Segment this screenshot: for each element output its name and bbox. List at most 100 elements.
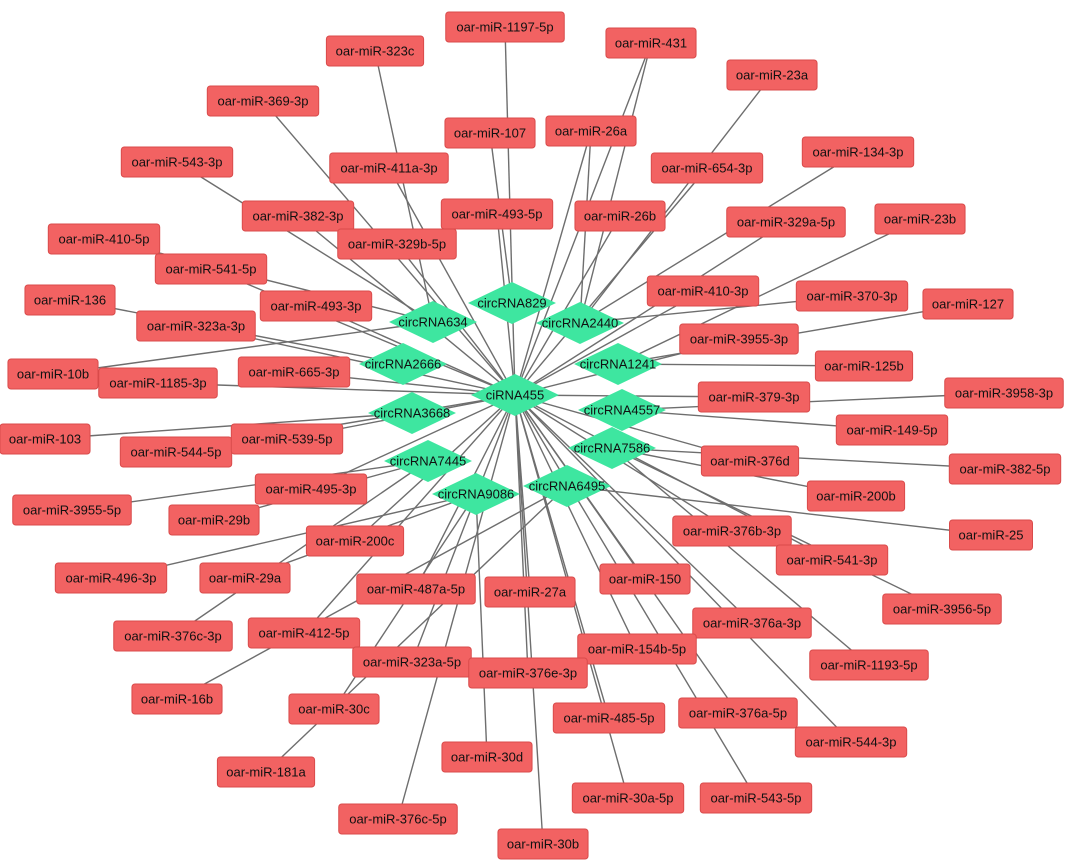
mirna-node-oar-mir-30a-5p[interactable]: oar-miR-30a-5p <box>571 782 685 814</box>
mirna-node-oar-mir-30d[interactable]: oar-miR-30d <box>441 741 533 773</box>
mirna-box <box>356 573 476 605</box>
circrna-diamond <box>384 440 472 482</box>
mirna-node-oar-mir-136[interactable]: oar-miR-136 <box>24 284 116 316</box>
mirna-node-oar-mir-27a[interactable]: oar-miR-27a <box>484 576 576 608</box>
mirna-box <box>444 117 536 149</box>
mirna-label: oar-miR-376c-3p <box>124 629 222 644</box>
mirna-node-oar-mir-410-5p[interactable]: oar-miR-410-5p <box>47 223 161 255</box>
mirna-box <box>230 423 344 455</box>
mirna-node-oar-mir-493-3p[interactable]: oar-miR-493-3p <box>259 290 373 322</box>
circrna-node-cirna455[interactable]: ciRNA455 <box>471 374 559 416</box>
mirna-node-oar-mir-369-3p[interactable]: oar-miR-369-3p <box>206 85 320 117</box>
mirna-box <box>574 200 666 232</box>
mirna-node-oar-mir-376b-3p[interactable]: oar-miR-376b-3p <box>672 515 792 547</box>
mirna-node-oar-mir-154b-5p[interactable]: oar-miR-154b-5p <box>577 633 697 665</box>
mirna-box <box>599 563 691 595</box>
edge-oar-mir-134-3p-circrna2440 <box>579 151 859 324</box>
mirna-node-oar-mir-26b[interactable]: oar-miR-26b <box>574 200 666 232</box>
mirna-node-oar-mir-3955-5p[interactable]: oar-miR-3955-5p <box>12 494 132 526</box>
circrna-node-circrna2666[interactable]: circRNA2666 <box>359 343 447 385</box>
mirna-node-oar-mir-493-5p[interactable]: oar-miR-493-5p <box>440 198 554 230</box>
mirna-node-oar-mir-376c-5p[interactable]: oar-miR-376c-5p <box>338 803 458 835</box>
mirna-label: oar-miR-329a-5p <box>737 215 835 230</box>
mirna-node-oar-mir-376d[interactable]: oar-miR-376d <box>700 445 800 477</box>
mirna-node-oar-mir-382-5p[interactable]: oar-miR-382-5p <box>948 453 1062 485</box>
mirna-node-oar-mir-323a-3p[interactable]: oar-miR-323a-3p <box>136 310 256 342</box>
mirna-node-oar-mir-654-3p[interactable]: oar-miR-654-3p <box>650 152 764 184</box>
circrna-node-circrna829[interactable]: circRNA829 <box>468 282 556 324</box>
mirna-node-oar-mir-29a[interactable]: oar-miR-29a <box>199 562 291 594</box>
mirna-node-oar-mir-10b[interactable]: oar-miR-10b <box>7 358 99 390</box>
mirna-node-oar-mir-200b[interactable]: oar-miR-200b <box>806 480 906 512</box>
mirna-node-oar-mir-379-3p[interactable]: oar-miR-379-3p <box>697 381 811 413</box>
mirna-node-oar-mir-16b[interactable]: oar-miR-16b <box>131 683 223 715</box>
mirna-node-oar-mir-376a-5p[interactable]: oar-miR-376a-5p <box>678 697 798 729</box>
mirna-node-oar-mir-127[interactable]: oar-miR-127 <box>922 288 1014 320</box>
mirna-node-oar-mir-410-3p[interactable]: oar-miR-410-3p <box>646 275 760 307</box>
node-layer: oar-miR-1197-5poar-miR-431oar-miR-323coa… <box>0 11 1064 860</box>
mirna-node-oar-mir-541-3p[interactable]: oar-miR-541-3p <box>775 544 889 576</box>
mirna-node-oar-mir-543-3p[interactable]: oar-miR-543-3p <box>120 146 234 178</box>
mirna-node-oar-mir-3958-3p[interactable]: oar-miR-3958-3p <box>944 377 1064 409</box>
mirna-node-oar-mir-495-3p[interactable]: oar-miR-495-3p <box>254 473 368 505</box>
mirna-label: oar-miR-30c <box>298 702 370 717</box>
mirna-box <box>882 593 1002 625</box>
mirna-node-oar-mir-487a-5p[interactable]: oar-miR-487a-5p <box>356 573 476 605</box>
mirna-node-oar-mir-539-5p[interactable]: oar-miR-539-5p <box>230 423 344 455</box>
circrna-node-circrna6495[interactable]: circRNA6495 <box>523 465 611 507</box>
circrna-node-circrna4557[interactable]: circRNA4557 <box>578 389 666 431</box>
mirna-node-oar-mir-3956-5p[interactable]: oar-miR-3956-5p <box>882 593 1002 625</box>
mirna-node-oar-mir-150[interactable]: oar-miR-150 <box>599 563 691 595</box>
mirna-node-oar-mir-323c[interactable]: oar-miR-323c <box>325 35 425 67</box>
mirna-node-oar-mir-370-3p[interactable]: oar-miR-370-3p <box>795 280 909 312</box>
mirna-node-oar-mir-431[interactable]: oar-miR-431 <box>605 27 697 59</box>
mirna-node-oar-mir-1185-3p[interactable]: oar-miR-1185-3p <box>98 367 218 399</box>
mirna-node-oar-mir-23a[interactable]: oar-miR-23a <box>726 59 818 91</box>
mirna-node-oar-mir-29b[interactable]: oar-miR-29b <box>168 504 260 536</box>
circrna-node-circrna2440[interactable]: circRNA2440 <box>536 302 624 344</box>
mirna-node-oar-mir-496-3p[interactable]: oar-miR-496-3p <box>54 562 168 594</box>
mirna-node-oar-mir-376c-3p[interactable]: oar-miR-376c-3p <box>113 620 233 652</box>
circrna-node-circrna7445[interactable]: circRNA7445 <box>384 440 472 482</box>
circrna-node-circrna9086[interactable]: circRNA9086 <box>432 473 520 515</box>
mirna-node-oar-mir-1193-5p[interactable]: oar-miR-1193-5p <box>809 649 929 681</box>
mirna-node-oar-mir-376e-3p[interactable]: oar-miR-376e-3p <box>468 657 588 689</box>
mirna-node-oar-mir-149-5p[interactable]: oar-miR-149-5p <box>835 414 949 446</box>
mirna-node-oar-mir-1197-5p[interactable]: oar-miR-1197-5p <box>445 11 565 43</box>
mirna-node-oar-mir-323a-5p[interactable]: oar-miR-323a-5p <box>352 646 472 678</box>
mirna-node-oar-mir-30c[interactable]: oar-miR-30c <box>288 693 380 725</box>
mirna-node-oar-mir-485-5p[interactable]: oar-miR-485-5p <box>552 702 666 734</box>
mirna-node-oar-mir-23b[interactable]: oar-miR-23b <box>874 203 966 235</box>
mirna-node-oar-mir-382-3p[interactable]: oar-miR-382-3p <box>241 200 355 232</box>
circrna-node-circrna7586[interactable]: circRNA7586 <box>568 427 656 469</box>
circrna-node-circrna3668[interactable]: circRNA3668 <box>368 392 456 434</box>
mirna-node-oar-mir-134-3p[interactable]: oar-miR-134-3p <box>801 136 915 168</box>
mirna-node-oar-mir-26a[interactable]: oar-miR-26a <box>545 115 637 147</box>
mirna-node-oar-mir-544-3p[interactable]: oar-miR-544-3p <box>794 726 908 758</box>
mirna-node-oar-mir-412-5p[interactable]: oar-miR-412-5p <box>247 617 361 649</box>
mirna-node-oar-mir-411a-3p[interactable]: oar-miR-411a-3p <box>329 152 449 184</box>
mirna-node-oar-mir-3955-3p[interactable]: oar-miR-3955-3p <box>679 323 799 355</box>
mirna-node-oar-mir-376a-3p[interactable]: oar-miR-376a-3p <box>692 607 812 639</box>
circrna-node-circrna634[interactable]: circRNA634 <box>389 301 477 343</box>
edge-oar-mir-543-3p-circrna634 <box>176 161 434 323</box>
circrna-node-circrna1241[interactable]: circRNA1241 <box>574 343 662 385</box>
mirna-node-oar-mir-543-5p[interactable]: oar-miR-543-5p <box>699 782 813 814</box>
mirna-node-oar-mir-665-3p[interactable]: oar-miR-665-3p <box>237 356 351 388</box>
mirna-node-oar-mir-107[interactable]: oar-miR-107 <box>444 117 536 149</box>
mirna-node-oar-mir-181a[interactable]: oar-miR-181a <box>216 756 316 788</box>
mirna-node-oar-mir-25[interactable]: oar-miR-25 <box>949 519 1033 551</box>
edge-oar-mir-410-3p-cirna455 <box>514 290 704 396</box>
mirna-node-oar-mir-329b-5p[interactable]: oar-miR-329b-5p <box>337 228 457 260</box>
mirna-node-oar-mir-103[interactable]: oar-miR-103 <box>0 423 91 455</box>
mirna-node-oar-mir-329a-5p[interactable]: oar-miR-329a-5p <box>726 206 846 238</box>
circrna-label: circRNA829 <box>477 296 546 311</box>
mirna-node-oar-mir-541-5p[interactable]: oar-miR-541-5p <box>154 253 268 285</box>
mirna-box <box>577 633 697 665</box>
mirna-label: oar-miR-493-3p <box>270 299 361 314</box>
mirna-box <box>445 11 565 43</box>
mirna-node-oar-mir-544-5p[interactable]: oar-miR-544-5p <box>119 436 233 468</box>
mirna-node-oar-mir-200c[interactable]: oar-miR-200c <box>305 525 405 557</box>
mirna-node-oar-mir-30b[interactable]: oar-miR-30b <box>497 828 589 860</box>
mirna-node-oar-mir-125b[interactable]: oar-miR-125b <box>814 350 914 382</box>
